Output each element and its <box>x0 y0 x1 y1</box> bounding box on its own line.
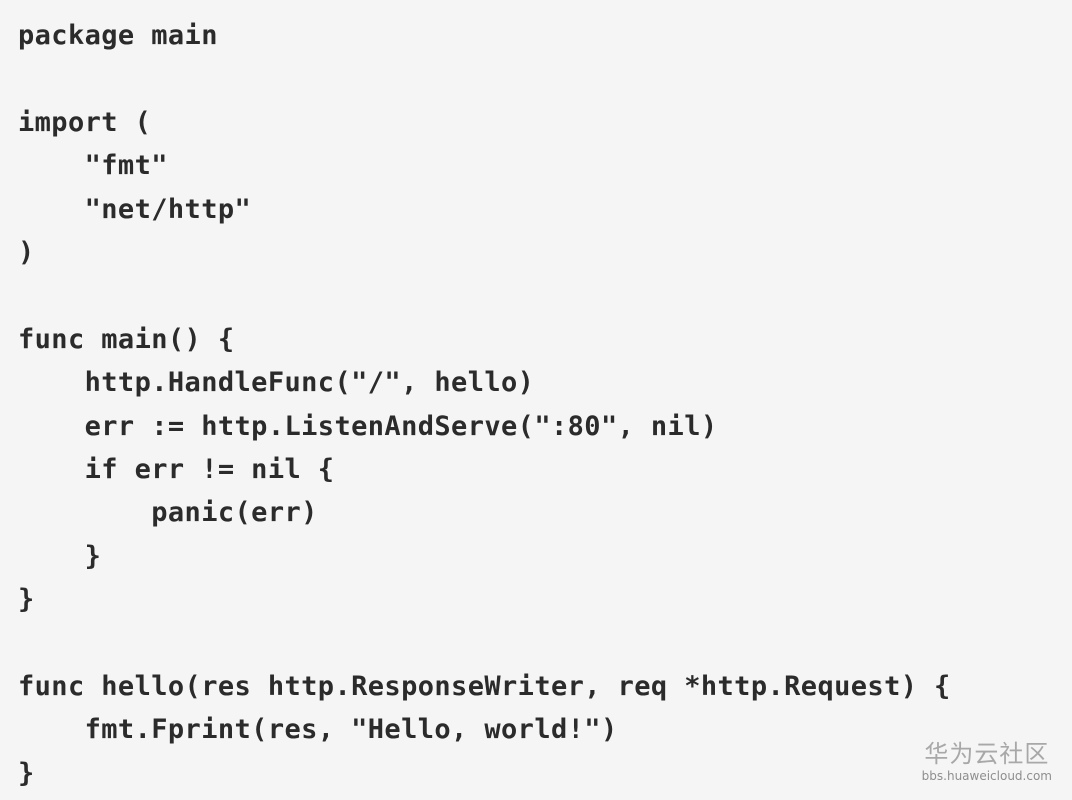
watermark: 华为云社区 bbs.huaweicloud.com <box>922 740 1052 784</box>
code-line: import ( <box>18 106 152 138</box>
code-line: http.HandleFunc("/", hello) <box>18 367 535 399</box>
code-block: package main import ( "fmt" "net/http") fu… <box>18 14 951 795</box>
code-line: ) <box>18 236 35 268</box>
code-line: func main() { <box>18 323 235 355</box>
watermark-url: bbs.huaweicloud.com <box>921 769 1052 783</box>
code-line: "net/http" <box>18 193 252 225</box>
watermark-title: 华为云社区 <box>924 740 1050 768</box>
code-line: err := http.ListenAndServe(":80", nil) <box>18 410 718 442</box>
code-line <box>18 274 951 317</box>
code-line: panic(err) <box>18 497 318 529</box>
code-line <box>18 57 951 100</box>
code-line: package main <box>18 20 218 51</box>
code-line: "fmt" <box>18 150 168 182</box>
code-line: } <box>18 584 35 616</box>
code-line <box>18 621 951 664</box>
code-line: if err != nil { <box>18 453 335 485</box>
code-line: fmt.Fprint(res, "Hello, world!") <box>18 714 618 746</box>
code-line: func hello(res http.ResponseWriter, req … <box>18 670 951 702</box>
code-line: } <box>18 757 35 789</box>
code-line: } <box>18 540 102 572</box>
